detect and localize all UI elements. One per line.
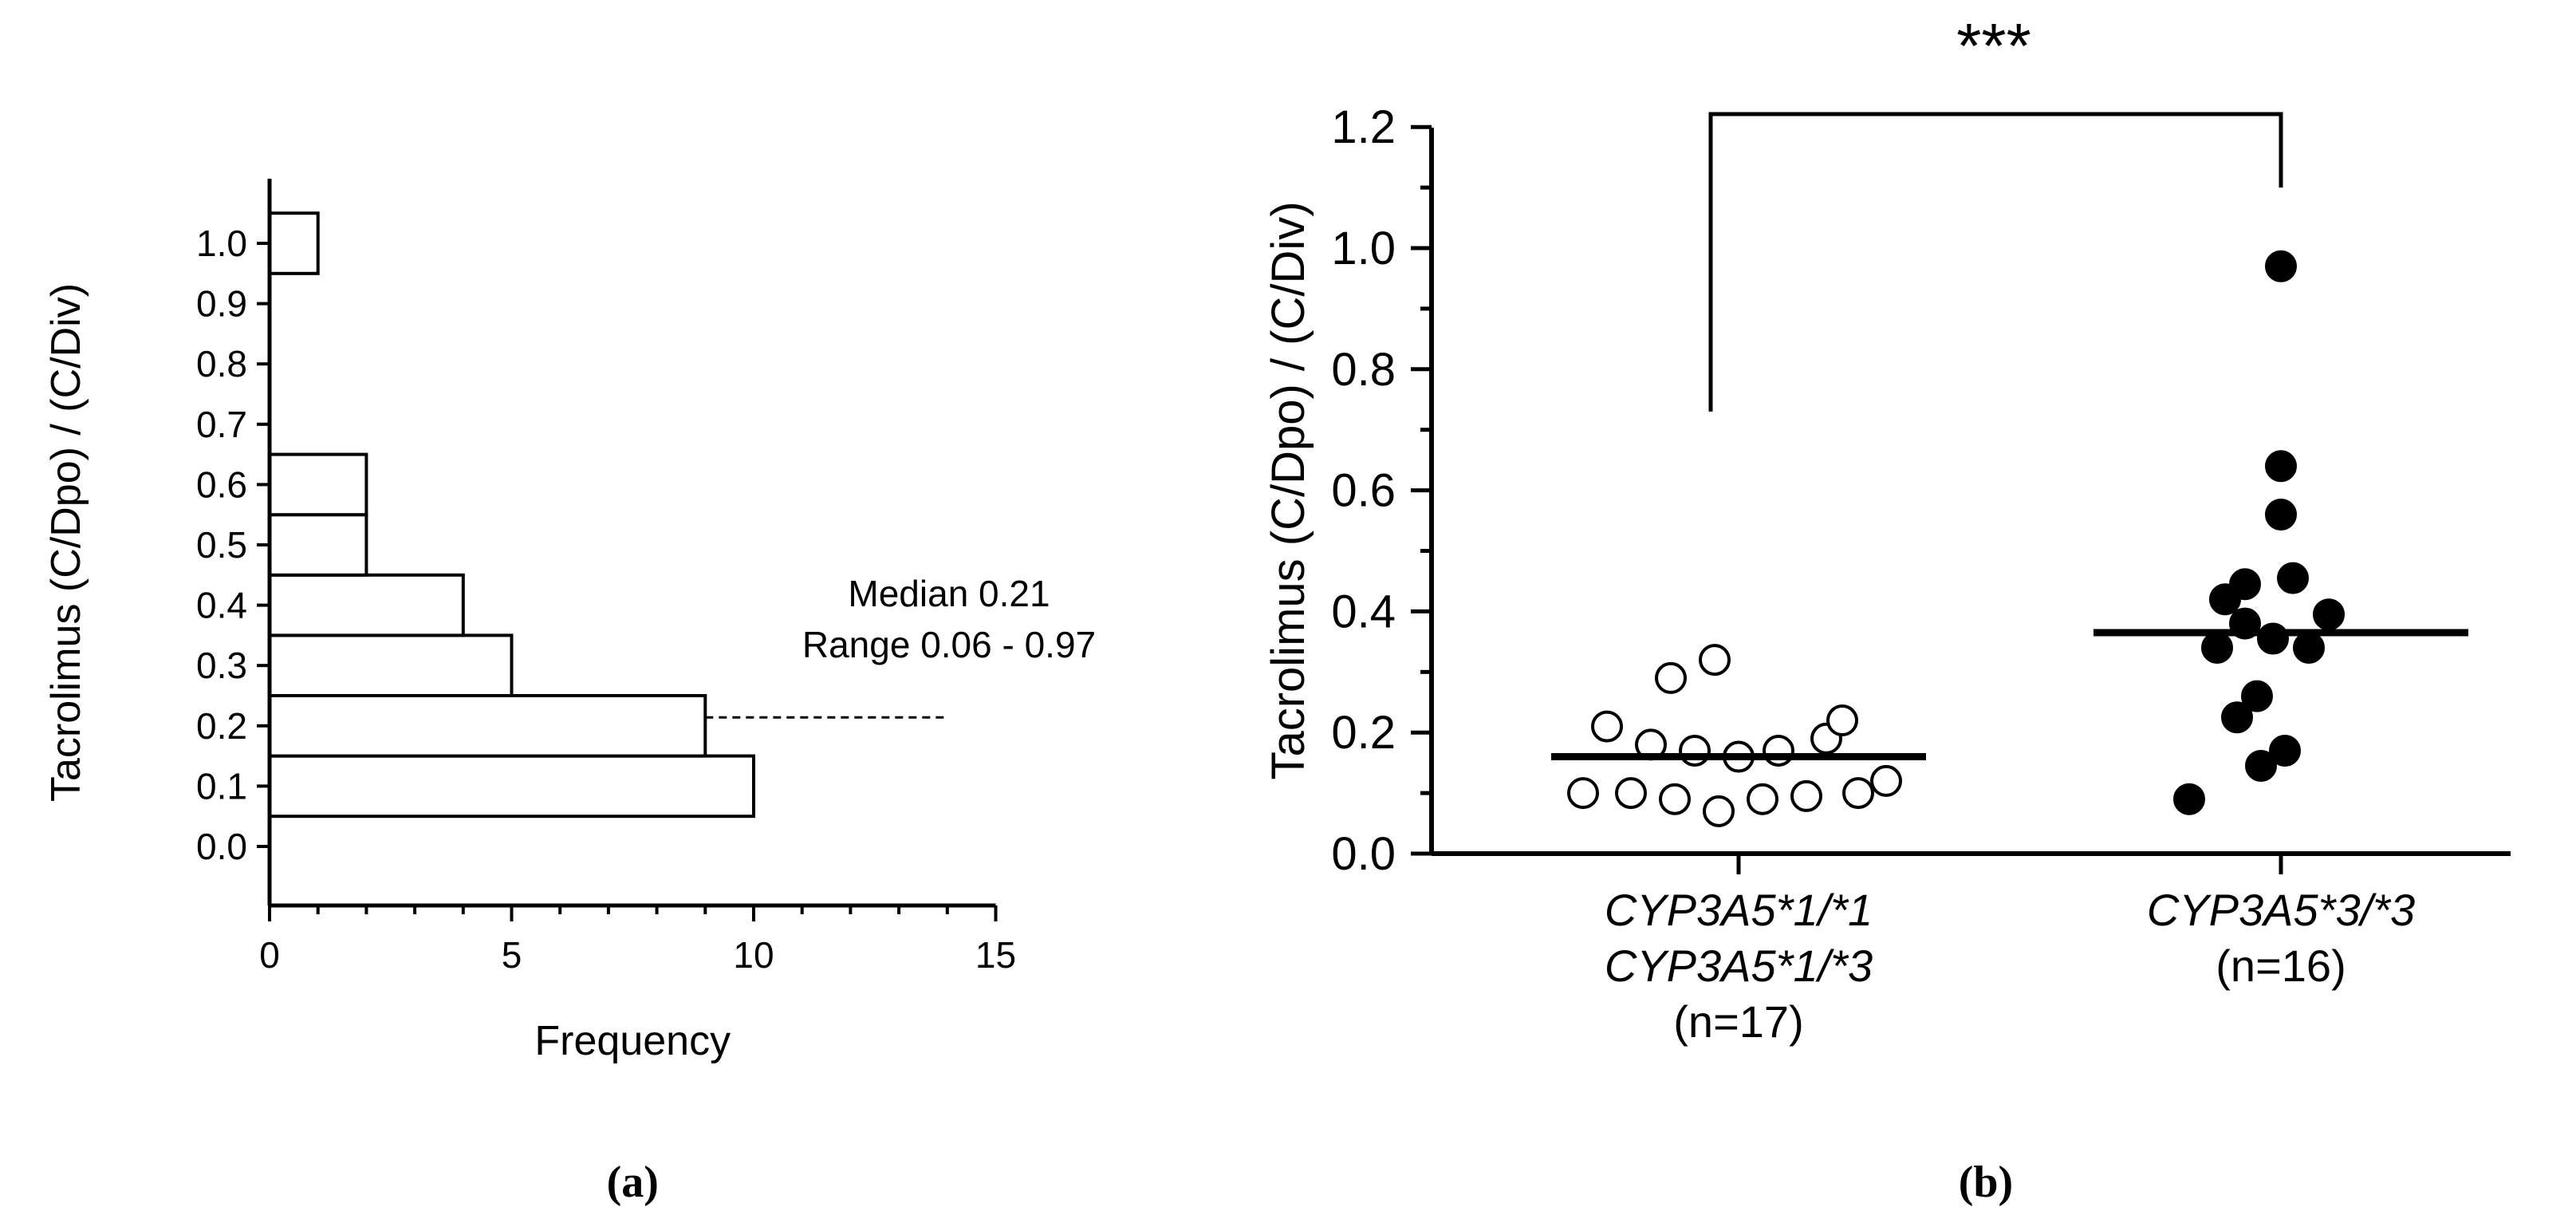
data-point-open xyxy=(1679,734,1711,767)
data-point-filled xyxy=(2265,250,2297,282)
y-tick-label: 0.8 xyxy=(196,343,247,385)
y-tick-label: 0.5 xyxy=(196,524,247,566)
significance-bracket xyxy=(1708,112,2283,412)
data-point-open xyxy=(1870,764,1902,797)
panel-label-a: (a) xyxy=(607,1158,659,1207)
data-point-open xyxy=(1842,777,1874,810)
data-point-open xyxy=(1703,795,1735,827)
data-point-open xyxy=(1591,710,1623,743)
data-point-filled xyxy=(2241,680,2273,712)
histogram-bar xyxy=(268,694,707,758)
y-tick-label: 0.4 xyxy=(196,585,247,626)
significance-stars: *** xyxy=(1956,10,2030,81)
data-point-open xyxy=(1790,779,1822,812)
histogram-bar xyxy=(268,452,368,517)
y-tick-label: 0.3 xyxy=(196,645,247,686)
data-point-open xyxy=(1747,783,1778,815)
y-tick-label: 0.0 xyxy=(1331,828,1396,880)
y-tick-label: 1.0 xyxy=(1331,223,1396,274)
data-point-filled xyxy=(2245,749,2277,782)
x-tick-label: 15 xyxy=(975,934,1016,976)
x-tick-label: 5 xyxy=(502,934,522,976)
histogram-bar xyxy=(268,573,465,637)
median-annotation: Median 0.21 xyxy=(848,573,1050,614)
y-tick-label: 0.2 xyxy=(196,705,247,747)
group-label: CYP3A5*1/*1 xyxy=(1605,885,1873,935)
data-point-filled xyxy=(2277,562,2309,594)
y-tick-label: 0.9 xyxy=(196,283,247,325)
y-tick-label: 1.2 xyxy=(1331,101,1396,153)
x-tick-label: 10 xyxy=(733,934,774,976)
data-point-filled xyxy=(2293,631,2325,664)
group-label: CYP3A5*1/*3 xyxy=(1605,941,1873,991)
y-axis-title: Tacrolimus (C/Dpo) / (C/Div) xyxy=(1262,201,1314,779)
data-point-filled xyxy=(2201,631,2233,664)
histogram-bar xyxy=(268,754,755,819)
histogram-bar xyxy=(268,633,514,698)
data-point-filled xyxy=(2221,701,2253,734)
histogram-bar xyxy=(268,513,368,577)
group-n-label: (n=16) xyxy=(2216,941,2346,991)
x-tick-label: 0 xyxy=(259,934,280,976)
range-annotation: Range 0.06 - 0.97 xyxy=(802,624,1096,665)
y-tick-label: 0.4 xyxy=(1331,586,1396,637)
y-tick-label: 0.1 xyxy=(196,765,247,807)
y-tick-label: 1.0 xyxy=(196,223,247,264)
histogram-bar xyxy=(268,211,320,275)
y-axis-title: Tacrolimus (C/Dpo) / (C/Div) xyxy=(43,283,89,802)
data-point-open xyxy=(1659,783,1691,815)
group-label: CYP3A5*3/*3 xyxy=(2147,885,2415,935)
data-point-filled xyxy=(2313,598,2345,631)
y-tick-label: 0.2 xyxy=(1331,707,1396,759)
data-point-open xyxy=(1655,661,1687,694)
data-point-open xyxy=(1763,734,1794,767)
y-tick-label: 0.6 xyxy=(1331,465,1396,517)
x-axis-title: Frequency xyxy=(534,1018,731,1064)
y-tick-label: 0.6 xyxy=(196,464,247,505)
y-tick-label: 0.0 xyxy=(196,826,247,867)
data-point-filled xyxy=(2265,450,2297,483)
data-point-open xyxy=(1826,704,1858,737)
y-tick-label: 0.8 xyxy=(1331,344,1396,396)
y-tick-label: 0.7 xyxy=(196,404,247,445)
data-point-open xyxy=(1567,777,1599,810)
data-point-filled xyxy=(2257,622,2289,655)
data-point-filled xyxy=(2269,734,2301,767)
data-point-open xyxy=(1615,777,1647,810)
panel-label-b: (b) xyxy=(1959,1158,2013,1207)
group-n-label: (n=17) xyxy=(1673,996,1803,1047)
data-point-filled xyxy=(2265,498,2297,531)
panel-a: 0.0 0.1 0.2 0.3 0.4 0.5 0.6 0.7 0.8 0.9 1.0 0 5 10 15F… xyxy=(43,179,1096,1207)
data-point-filled xyxy=(2229,568,2261,601)
data-point-filled xyxy=(2173,783,2205,815)
data-point-open xyxy=(1699,644,1731,677)
